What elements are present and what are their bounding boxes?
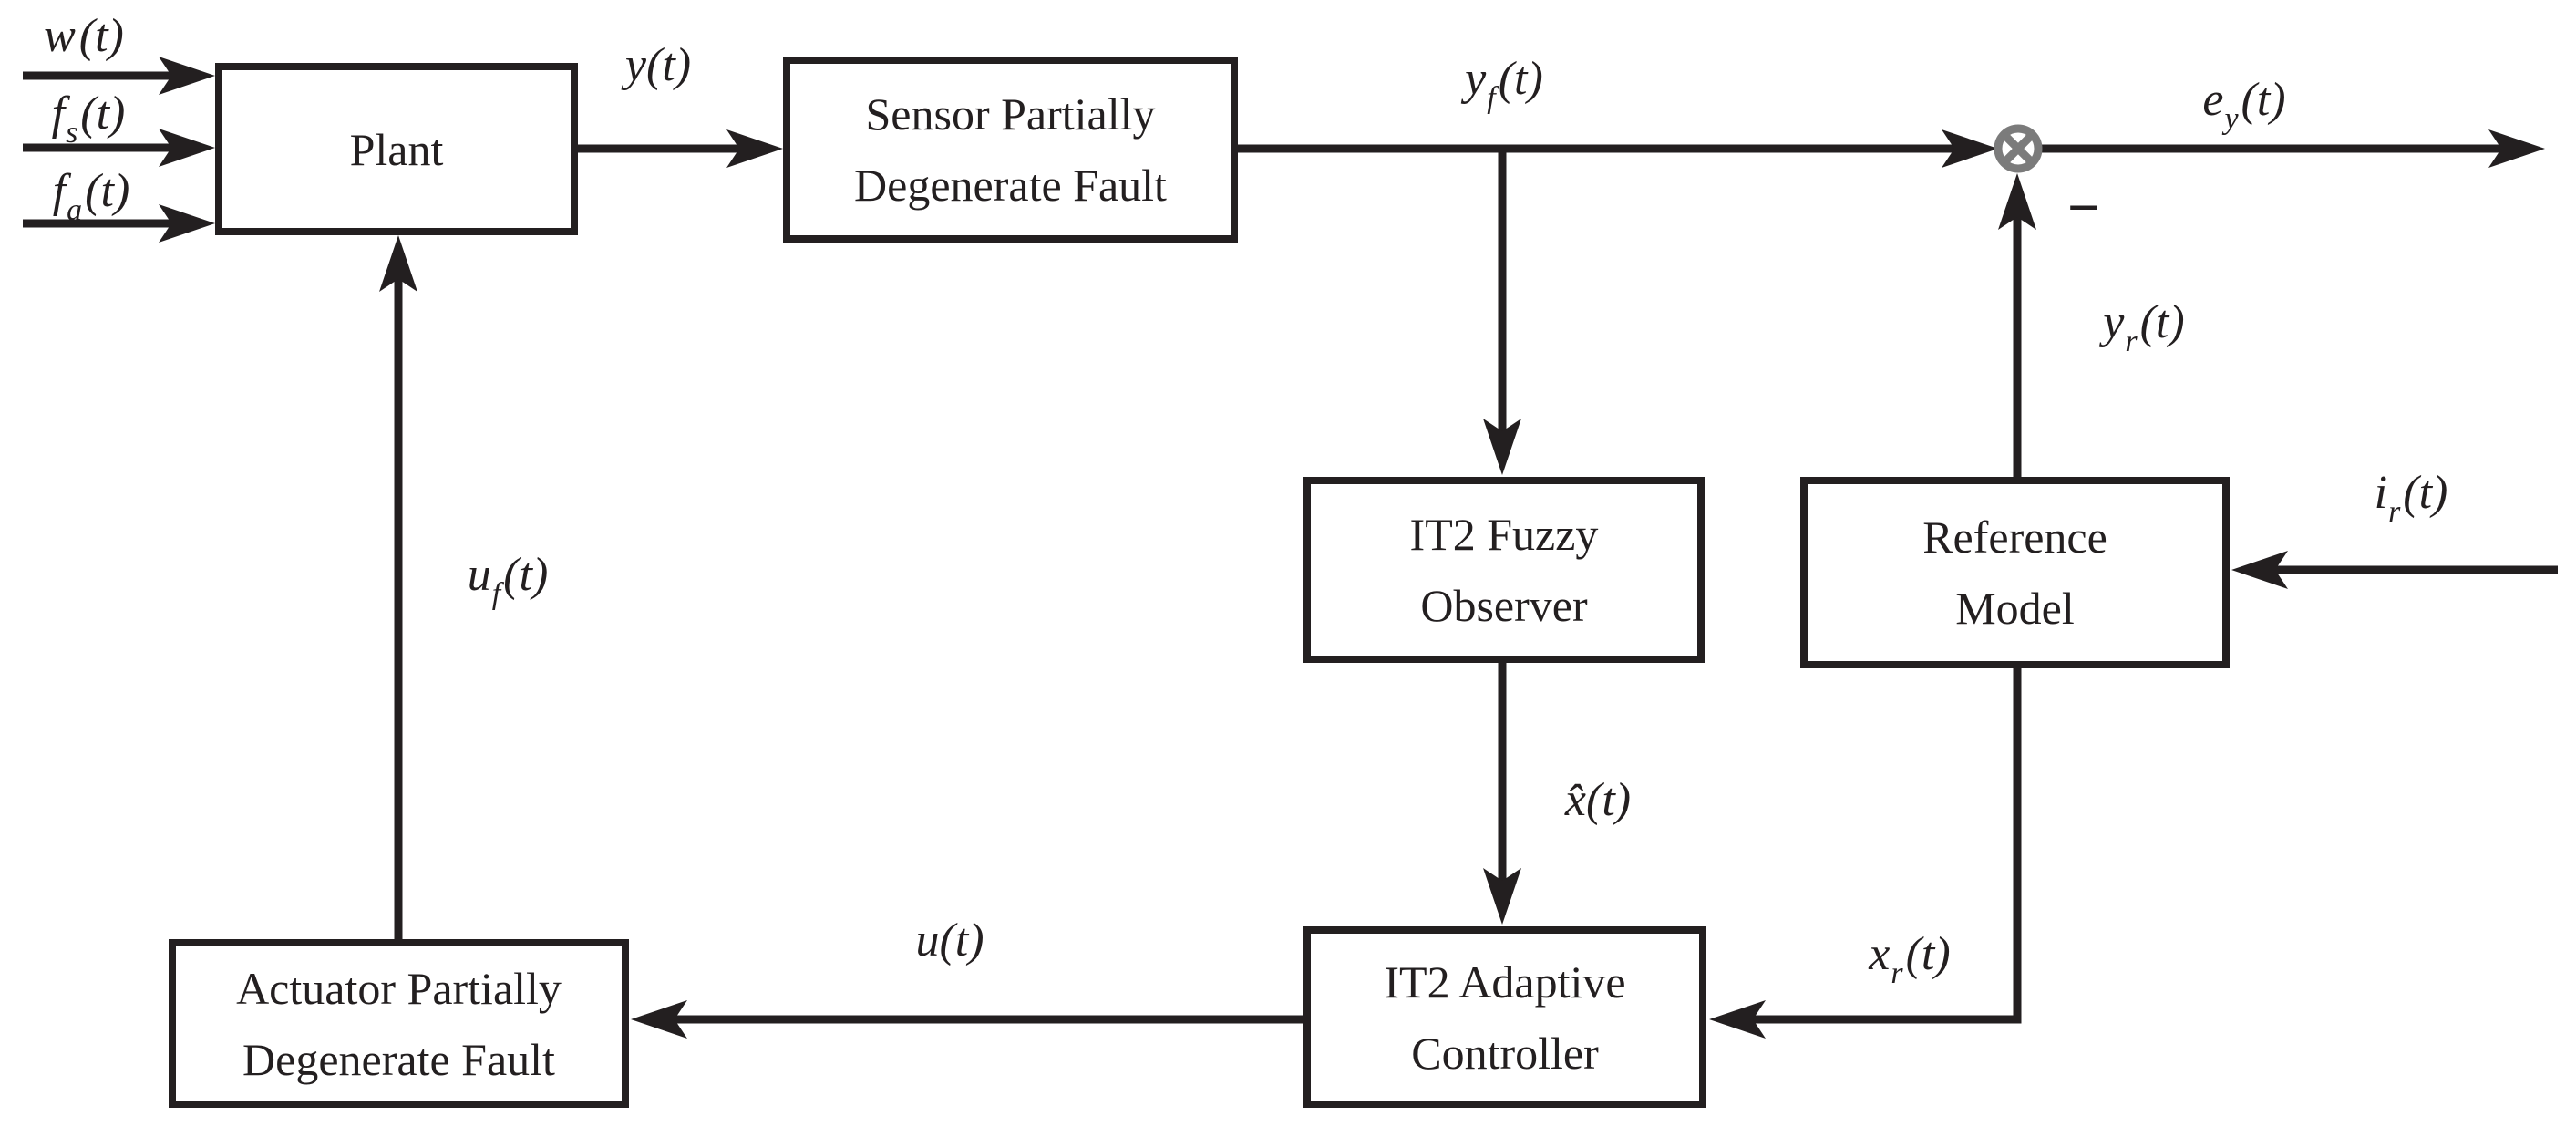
actuator-fault-label-line1: Actuator Partially <box>236 962 562 1014</box>
y-arrowhead <box>726 129 783 168</box>
plant-in-arrowhead <box>379 235 417 292</box>
yf-signal-label: yf(t) <box>1465 53 1543 115</box>
sensor-fault-label-line1: Sensor Partially <box>865 88 1156 140</box>
ir-arrowhead <box>2231 551 2288 589</box>
actuator-fault-label-line2: Degenerate Fault <box>242 1033 555 1085</box>
observer-label-line1: IT2 Fuzzy <box>1409 509 1599 560</box>
uf-signal-label: uf(t) <box>467 549 549 611</box>
junction-minus-sign: − <box>2066 175 2101 240</box>
controller-in-arrowhead <box>1483 868 1521 925</box>
yf-arrowhead <box>1942 129 1998 168</box>
xr-signal-label: xr(t) <box>1869 928 1951 990</box>
fs-input-arrowhead <box>159 129 215 167</box>
controller-label-line1: IT2 Adaptive <box>1384 956 1626 1008</box>
reference-model-label-line2: Model <box>1955 583 2075 634</box>
observer-in-arrowhead <box>1483 419 1521 475</box>
w-signal-label: w(t) <box>44 10 124 62</box>
fa-signal-label: fa(t) <box>52 165 130 227</box>
fa-input-arrowhead <box>159 204 215 243</box>
ey-signal-label: ey(t) <box>2202 74 2286 136</box>
y-signal-label: y(t) <box>624 39 692 91</box>
summing-junction-cross-2 <box>2001 131 2035 166</box>
u-signal-label: u(t) <box>915 915 984 966</box>
plant-label: Plant <box>349 123 444 175</box>
w-input-arrowhead <box>159 57 215 95</box>
controller-label-line2: Controller <box>1411 1027 1599 1079</box>
fs-signal-label: fs(t) <box>51 88 126 150</box>
ir-signal-label: ir(t) <box>2374 467 2448 529</box>
yr-signal-label: yr(t) <box>2103 296 2185 358</box>
xr-arrowhead <box>1709 1000 1766 1039</box>
sensor-fault-label-line2: Degenerate Fault <box>854 160 1167 211</box>
reference-model-label-line1: Reference <box>1922 512 2107 563</box>
yr-arrowhead <box>1998 173 2036 230</box>
observer-label-line2: Observer <box>1420 580 1588 631</box>
xhat-signal-label: x̂(t) <box>1564 774 1632 826</box>
u-arrowhead <box>631 1000 687 1039</box>
ey-arrowhead <box>2488 129 2545 168</box>
plant-block: Plant <box>215 63 578 235</box>
xr-line <box>1749 668 2022 1024</box>
